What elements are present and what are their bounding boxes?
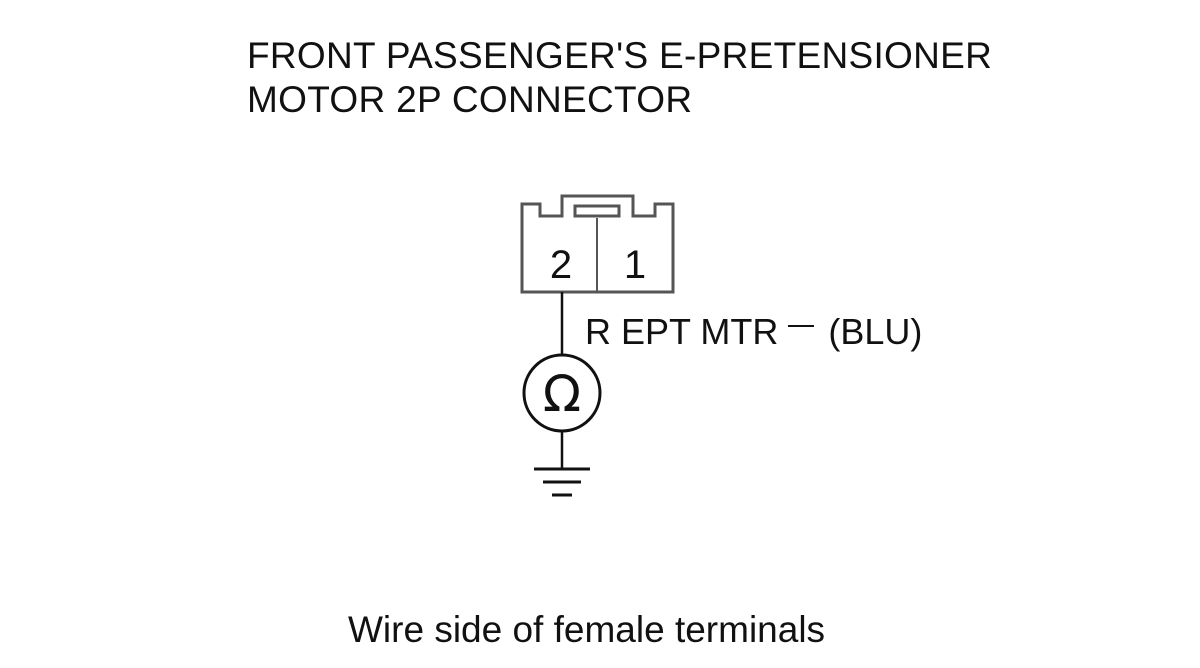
terminal-1-label: 1 [624,243,646,287]
title-line-2: MOTOR 2P CONNECTOR [247,79,693,120]
connector-2p [520,194,675,294]
ground-icon [534,467,590,497]
wire-signal-name: R EPT MTR [585,311,779,352]
ohm-symbol: Ω [543,365,581,423]
wire-color-code: (BLU) [828,311,923,352]
title-line-1: FRONT PASSENGER'S E-PRETENSIONER [247,35,993,76]
connector-lock-tab [573,204,621,218]
terminal-2-label: 2 [550,243,572,287]
wire-label: R EPT MTR (BLU) [585,308,922,356]
ohmmeter-icon: Ω [522,353,602,433]
view-caption: Wire side of female terminals [348,609,826,650]
connector-housing [520,194,675,294]
diagram-title: FRONT PASSENGER'S E-PRETENSIONER MOTOR 2… [247,34,992,122]
polarity-dash [788,325,815,328]
